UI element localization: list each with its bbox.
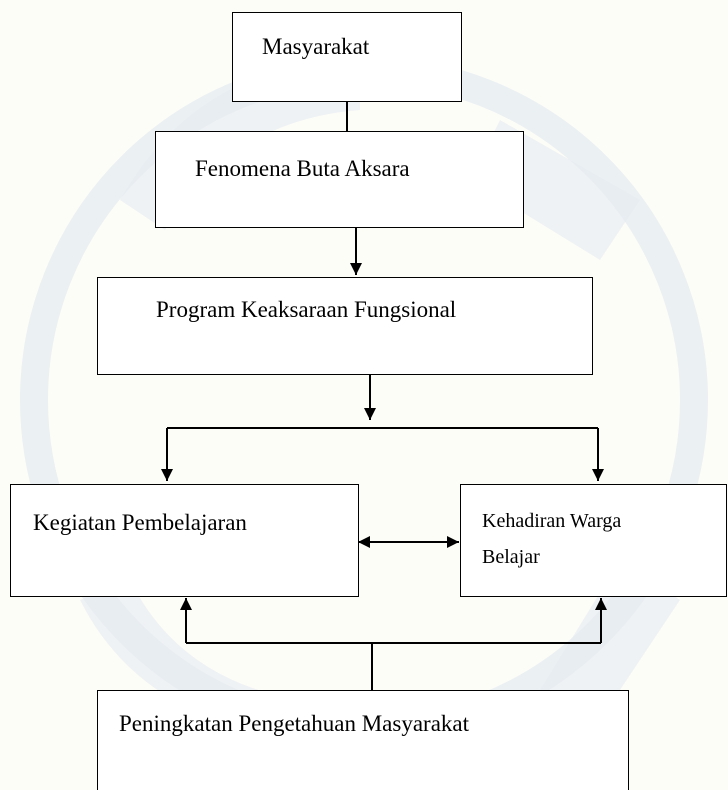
node-kehadiran-label-line2: Belajar xyxy=(482,546,540,568)
node-program-label: Program Keaksaraan Fungsional xyxy=(156,297,457,322)
node-peningkatan-label: Peningkatan Pengetahuan Masyarakat xyxy=(119,711,469,736)
node-masyarakat: Masyarakat xyxy=(232,12,462,102)
node-kehadiran-label-line1: Kehadiran Warga xyxy=(482,510,622,532)
node-kegiatan-label: Kegiatan Pembelajaran xyxy=(33,510,247,535)
node-kehadiran-warga-belajar: Kehadiran Warga Belajar xyxy=(460,484,727,597)
node-fenomena-label: Fenomena Buta Aksara xyxy=(195,156,410,181)
node-masyarakat-label: Masyarakat xyxy=(262,34,370,59)
node-kegiatan-pembelajaran: Kegiatan Pembelajaran xyxy=(10,484,359,597)
node-fenomena-buta-aksara: Fenomena Buta Aksara xyxy=(155,131,524,228)
node-program-keaksaraan-fungsional: Program Keaksaraan Fungsional xyxy=(97,277,593,375)
node-peningkatan-pengetahuan: Peningkatan Pengetahuan Masyarakat xyxy=(97,690,629,790)
